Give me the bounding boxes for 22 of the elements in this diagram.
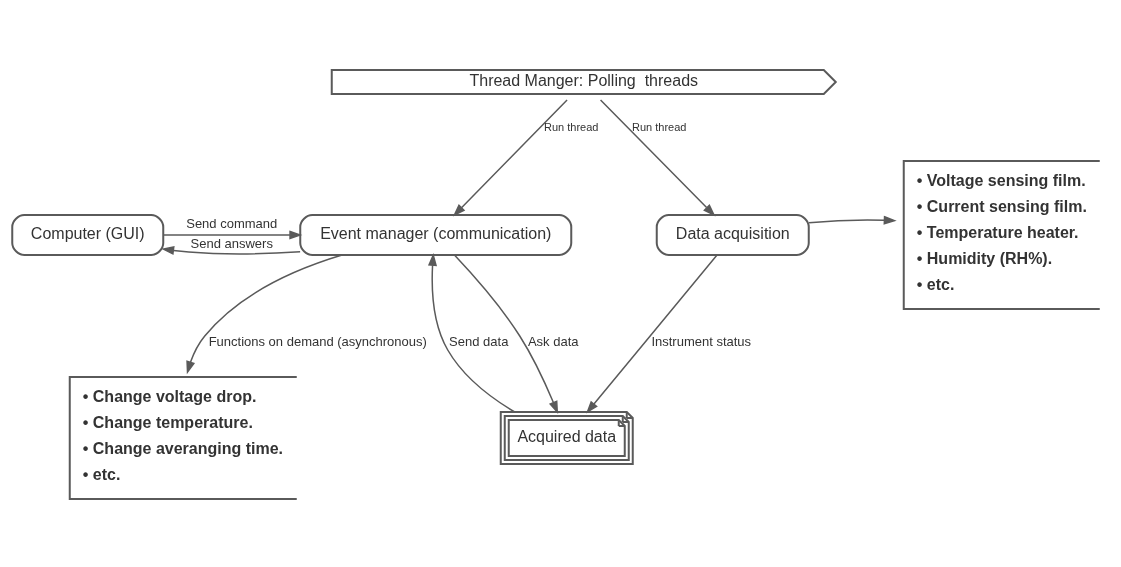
edge-label: Send data <box>449 333 509 349</box>
edge-label: Functions on demand (asynchronous) <box>208 333 427 349</box>
edge-label: Run thread <box>544 120 599 133</box>
edge-label: Run thread <box>632 120 687 133</box>
arrow <box>186 253 343 374</box>
edge-label: Ask data <box>527 333 579 349</box>
node-text: • Voltage sensing film. • Current sensing film. • Temperature heater. • Humidity (RH%). • etc. <box>916 171 1087 293</box>
arrow <box>586 254 718 414</box>
arrow <box>162 229 303 240</box>
node-box: Data acquisition <box>655 213 810 256</box>
arrow <box>808 215 897 225</box>
arrow <box>452 98 568 217</box>
arrow <box>161 245 301 255</box>
node-box: Computer (GUI) <box>11 213 165 256</box>
edge-label: Send answers <box>190 235 273 251</box>
arrow <box>599 98 716 216</box>
arrow <box>453 253 559 414</box>
node-text: • Change voltage drop. • Change temperature. • Change averanging time. • etc. <box>82 387 284 483</box>
node-box: Event manager (communication) <box>299 213 573 256</box>
edge-label: Instrument status <box>651 333 752 349</box>
arrow <box>427 252 516 413</box>
edge-label: Send command <box>186 215 278 231</box>
